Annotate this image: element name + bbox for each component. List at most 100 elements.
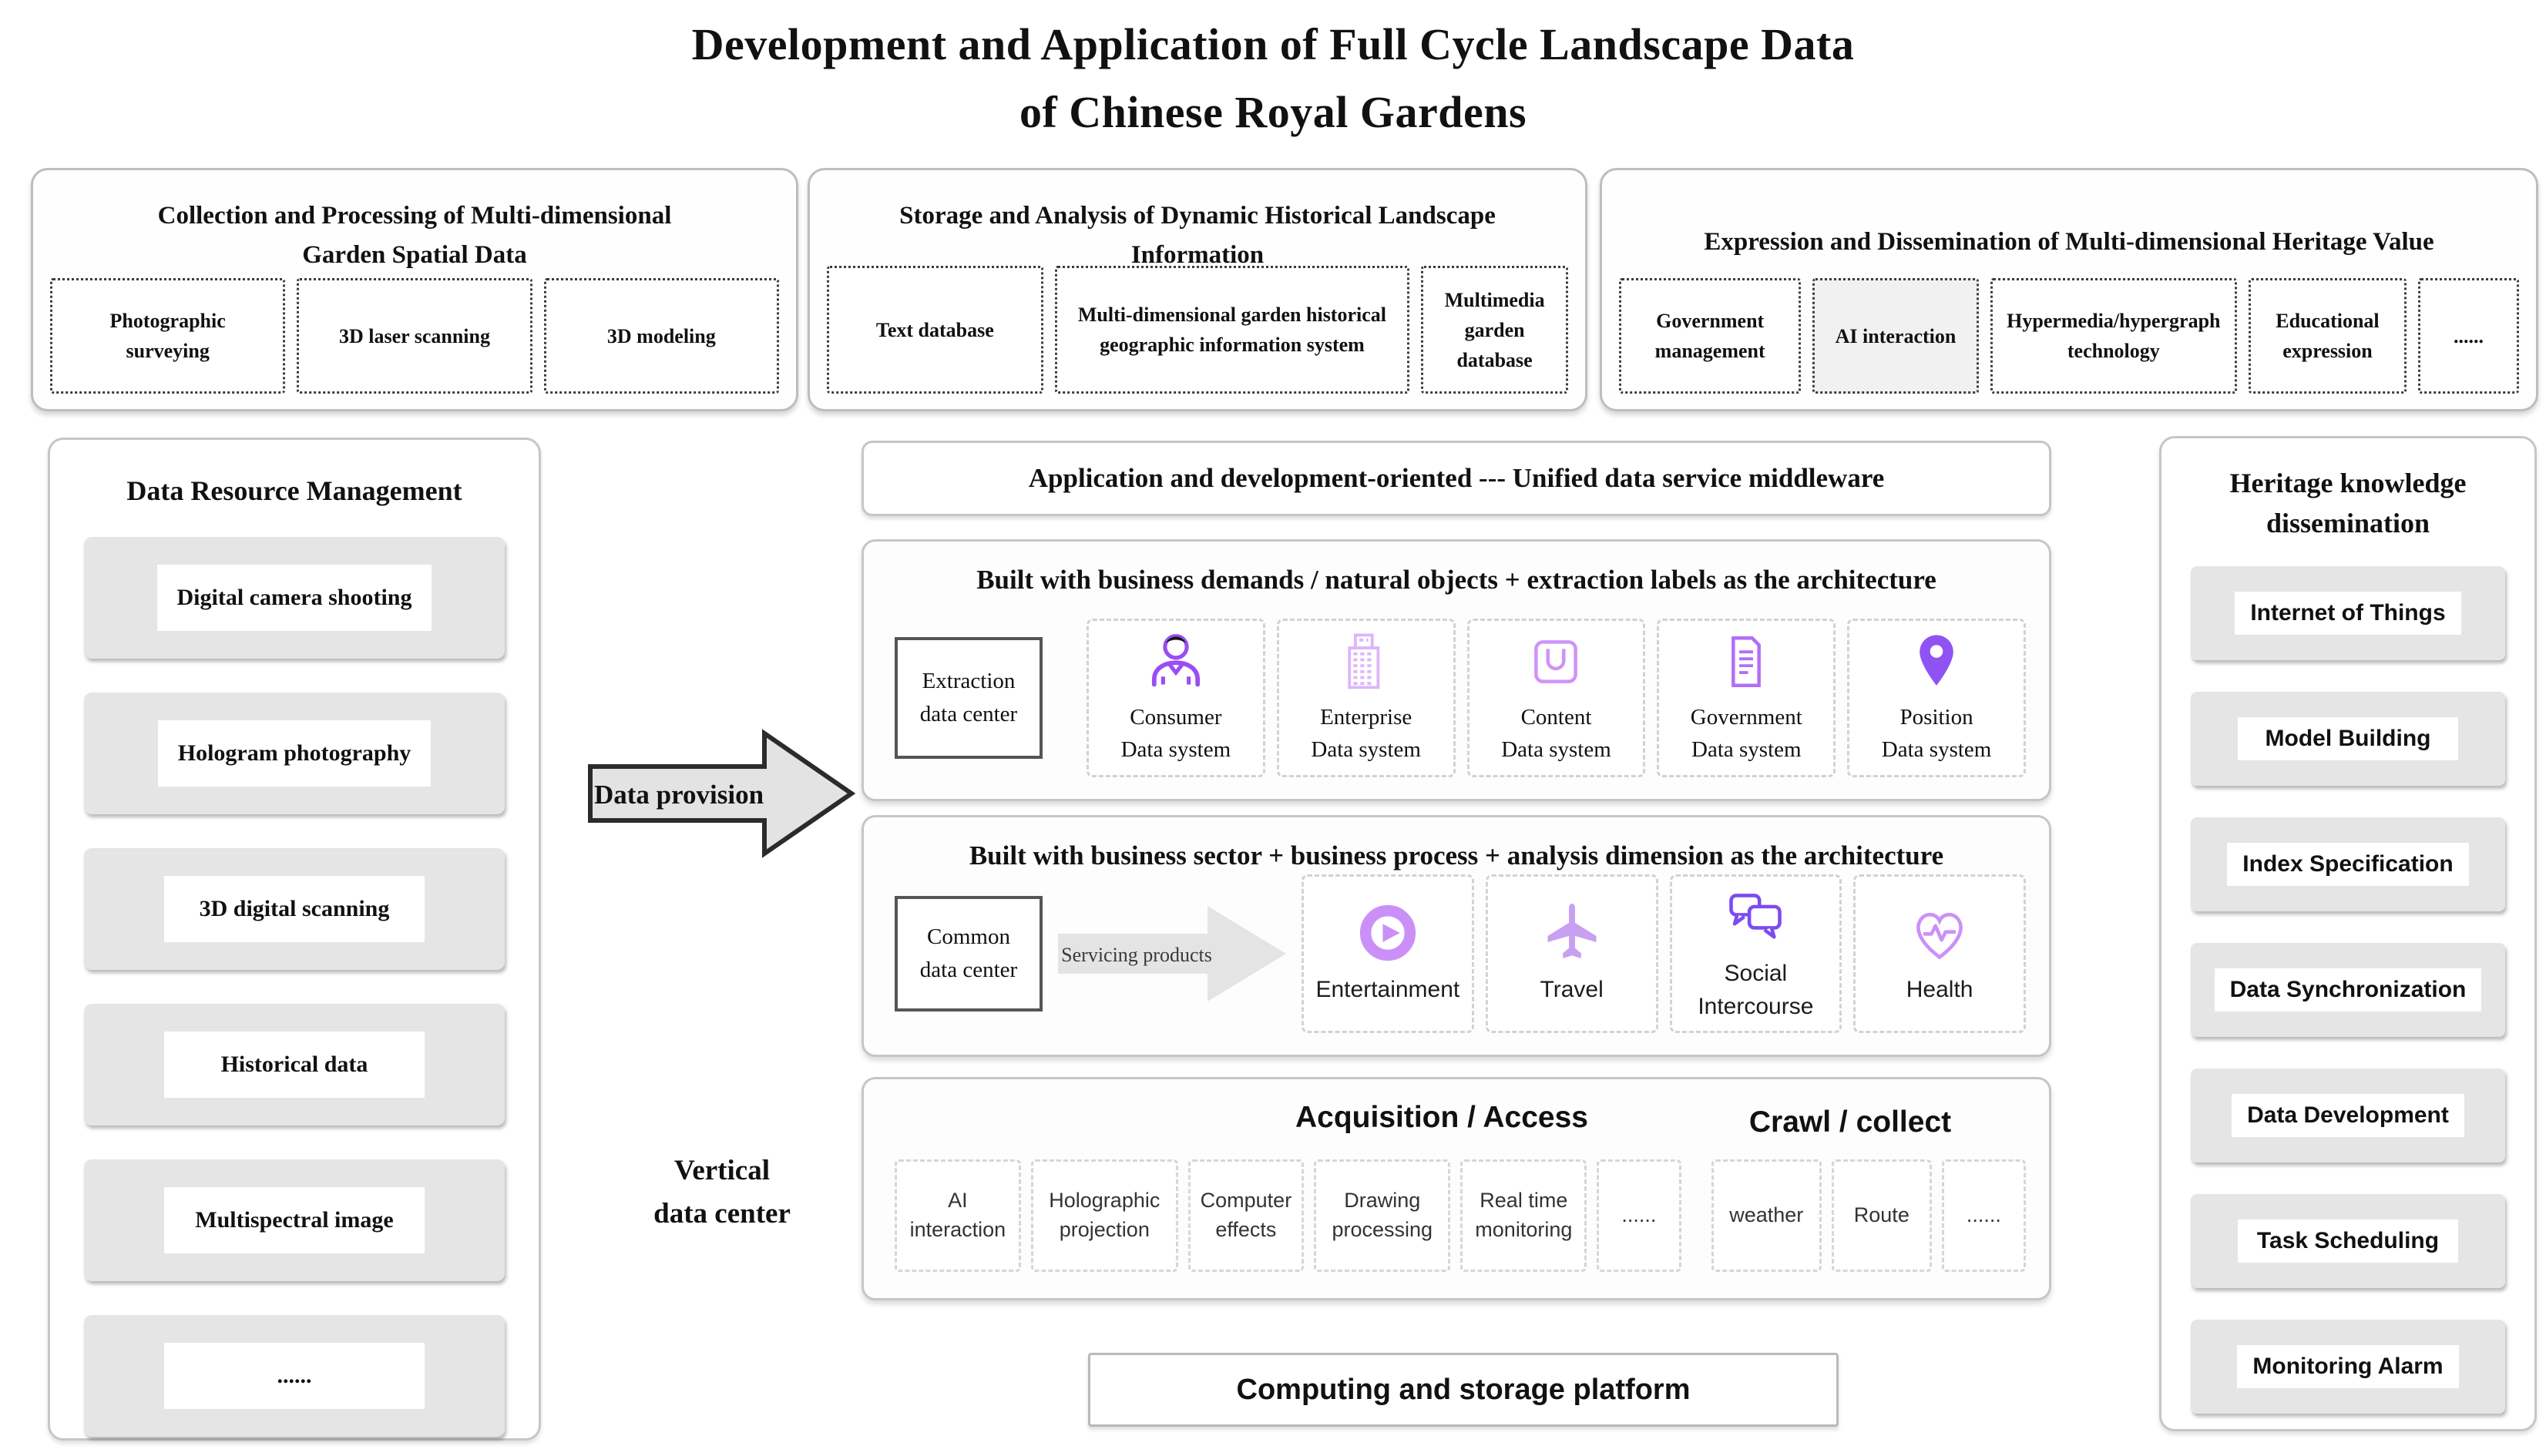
method-card: 3D laser scanning	[297, 278, 532, 394]
extraction-section: Built with business demands / natural ob…	[862, 539, 2051, 801]
data-system-label: Enterprise Data system	[1311, 704, 1421, 762]
phase-heading: Expression and Dissemination of Multi-di…	[1704, 228, 2434, 256]
dissemination-item-label: Index Specification	[2227, 843, 2469, 887]
servicing-products-label: Servicing products	[1061, 944, 1212, 966]
resource-item: Digital camera shooting	[84, 537, 505, 659]
acquisition-row: AI interaction Holographic projection Co…	[895, 1159, 2027, 1272]
phase-items: Government management AI interaction Hyp…	[1619, 278, 2520, 394]
dissemination-item-label: Model Building	[2238, 717, 2458, 761]
crawl-header: Crawl / collect	[1748, 1105, 1952, 1139]
product-label: Health	[1906, 977, 1973, 1003]
product-label: Entertainment	[1315, 977, 1460, 1003]
method-card: ......	[2417, 278, 2520, 394]
acq-card: Route	[1831, 1159, 1932, 1272]
resource-item: 3D digital scanning	[84, 848, 505, 971]
resource-item: ......	[84, 1315, 505, 1438]
data-system-label: Content Data system	[1501, 704, 1611, 762]
method-card: Photographic surveying	[50, 278, 286, 394]
phase-items: Photographic surveying 3D laser scanning…	[50, 278, 779, 394]
resource-item-label: ......	[163, 1343, 425, 1410]
resource-item-label: Multispectral image	[163, 1187, 425, 1254]
vertical-data-center-label: Vertical data center	[653, 1155, 791, 1230]
method-card: Government management	[1619, 278, 1802, 394]
resource-item: Historical data	[84, 1004, 505, 1126]
dissemination-item: Data Synchronization	[2191, 943, 2505, 1038]
dissemination-item: Data Development	[2191, 1069, 2505, 1163]
data-resource-panel: Data Resource Management Digital camera …	[48, 438, 541, 1441]
platform-label: Computing and storage platform	[1236, 1373, 1691, 1406]
phase-box-expression: Expression and Dissemination of Multi-di…	[1600, 168, 2538, 411]
dissemination-item: Index Specification	[2191, 817, 2505, 912]
section-heading: Built with business sector + business pr…	[969, 840, 1944, 871]
method-card: Hypermedia/hypergraph technology	[1990, 278, 2238, 394]
product-label: Travel	[1540, 977, 1604, 1003]
acq-card: ......	[1597, 1159, 1681, 1272]
phase-heading: Storage and Analysis of Dynamic Historic…	[899, 202, 1496, 270]
acq-card: ......	[1941, 1159, 2027, 1272]
phase-items: Text database Multi-dimensional garden h…	[827, 266, 1568, 394]
dissemination-item-label: Internet of Things	[2235, 592, 2461, 636]
acq-card: Drawing processing	[1314, 1159, 1451, 1272]
acq-card: weather	[1711, 1159, 1822, 1272]
dissemination-item: Task Scheduling	[2191, 1194, 2505, 1289]
extraction-data-center-box: Extraction data center	[895, 637, 1043, 759]
method-card: 3D modeling	[543, 278, 779, 394]
panel-title: Heritage knowledge dissemination	[2229, 468, 2467, 539]
product-card: Travel	[1485, 874, 1658, 1033]
data-system-card: Consumer Data system	[1087, 619, 1265, 777]
acquisition-section: Acquisition / Access Crawl / collect AI …	[862, 1077, 2051, 1300]
data-system-label: Government Data system	[1690, 704, 1802, 762]
resource-item-label: Historical data	[163, 1032, 425, 1099]
servicing-products-arrow: Servicing products	[1058, 906, 1286, 1001]
phase-box-storage: Storage and Analysis of Dynamic Historic…	[808, 168, 1587, 411]
heritage-dissemination-panel: Heritage knowledge dissemination Interne…	[2159, 436, 2537, 1431]
dissemination-item: Monitoring Alarm	[2191, 1320, 2505, 1414]
acq-card: Holographic projection	[1030, 1159, 1178, 1272]
dissemination-item-label: Data Development	[2232, 1094, 2464, 1138]
dissemination-item-label: Task Scheduling	[2238, 1219, 2458, 1263]
heart-pulse-icon	[1916, 913, 1963, 960]
data-provision-arrow: Data provision	[588, 729, 856, 858]
play-icon	[1359, 905, 1416, 961]
data-system-label: Position Data system	[1881, 704, 1992, 762]
acquisition-header: Acquisition / Access	[1295, 1101, 1588, 1134]
method-card: Text database	[827, 266, 1043, 394]
data-system-label: Consumer Data system	[1120, 704, 1231, 762]
phase-heading: Collection and Processing of Multi-dimen…	[157, 202, 672, 270]
middleware-bar: Application and development-oriented ---…	[862, 441, 2051, 516]
person-icon	[1151, 634, 1200, 687]
dissemination-item: Model Building	[2191, 692, 2505, 787]
resource-item: Multispectral image	[84, 1159, 505, 1282]
document-icon	[1731, 636, 1762, 687]
data-provision-label: Data provision	[594, 780, 764, 810]
method-card: Educational expression	[2249, 278, 2407, 394]
section-row: Common data center Servicing products En…	[895, 874, 2026, 1033]
method-card: Multi-dimensional garden historical geog…	[1054, 266, 1410, 394]
resource-item: Hologram photography	[84, 693, 505, 815]
product-card: Social Intercourse	[1669, 874, 1842, 1033]
product-card: Health	[1853, 874, 2026, 1033]
map-pin-icon	[1920, 635, 1953, 686]
data-system-card: Government Data system	[1657, 619, 1836, 777]
resource-item-label: 3D digital scanning	[163, 876, 425, 943]
acq-card: Computer effects	[1187, 1159, 1305, 1272]
dissemination-item-label: Data Synchronization	[2214, 968, 2482, 1012]
product-label: Social Intercourse	[1698, 960, 1814, 1020]
chat-bubbles-icon	[1729, 893, 1782, 939]
acq-card: AI interaction	[895, 1159, 1021, 1272]
section-heading: Built with business demands / natural ob…	[976, 565, 1936, 595]
airplane-icon	[1547, 904, 1597, 959]
data-system-card: Enterprise Data system	[1276, 619, 1456, 777]
common-data-center-box: Common data center	[895, 896, 1043, 1011]
resource-item-label: Digital camera shooting	[156, 565, 432, 632]
section-row: Extraction data center Consumer Data sys…	[895, 619, 2026, 777]
phase-box-collection: Collection and Processing of Multi-dimen…	[31, 168, 798, 411]
data-system-card: Position Data system	[1847, 619, 2026, 777]
dissemination-item: Internet of Things	[2191, 566, 2505, 661]
middleware-label: Application and development-oriented ---…	[1028, 463, 1885, 493]
dissemination-item-label: Monitoring Alarm	[2237, 1345, 2459, 1389]
method-card: Multimedia garden database	[1421, 266, 1568, 394]
content-icon	[1534, 640, 1578, 683]
panel-title: Data Resource Management	[126, 475, 462, 506]
page-title: Development and Application of Full Cycl…	[691, 19, 1855, 138]
